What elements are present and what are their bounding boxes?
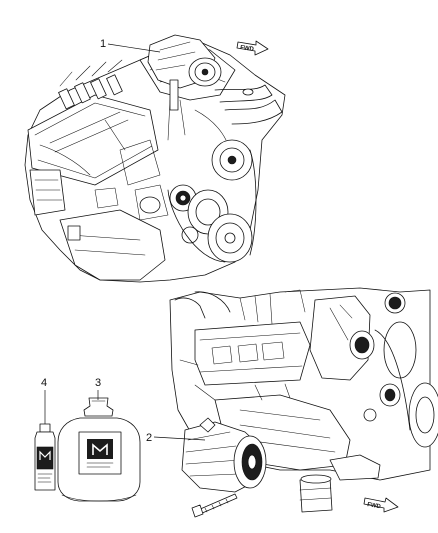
fwd-label-upper: FWD: [240, 45, 255, 53]
mounting-bolt: [191, 493, 238, 518]
fwd-label-lower: FWD: [367, 502, 382, 510]
oil-bottle: [34, 423, 56, 491]
callout-4-number: 4: [41, 377, 47, 389]
callout-1-number: 1: [100, 38, 106, 50]
compressor-lower: [181, 417, 267, 493]
lower-engine-illustration: [169, 287, 438, 518]
fwd-arrow-upper: FWD: [236, 40, 269, 56]
callout-3: 3: [95, 377, 101, 400]
callout-4: 4: [41, 377, 47, 424]
callout-2-number: 2: [146, 432, 152, 444]
fwd-arrow-lower: FWD: [363, 497, 399, 513]
refrigerant-canister: [57, 397, 141, 502]
compressor-upper: [147, 34, 222, 89]
callout-3-number: 3: [95, 377, 101, 389]
upper-engine-illustration: [24, 34, 286, 283]
callout-1: 1: [100, 38, 161, 53]
callout-2: 2: [146, 432, 206, 444]
